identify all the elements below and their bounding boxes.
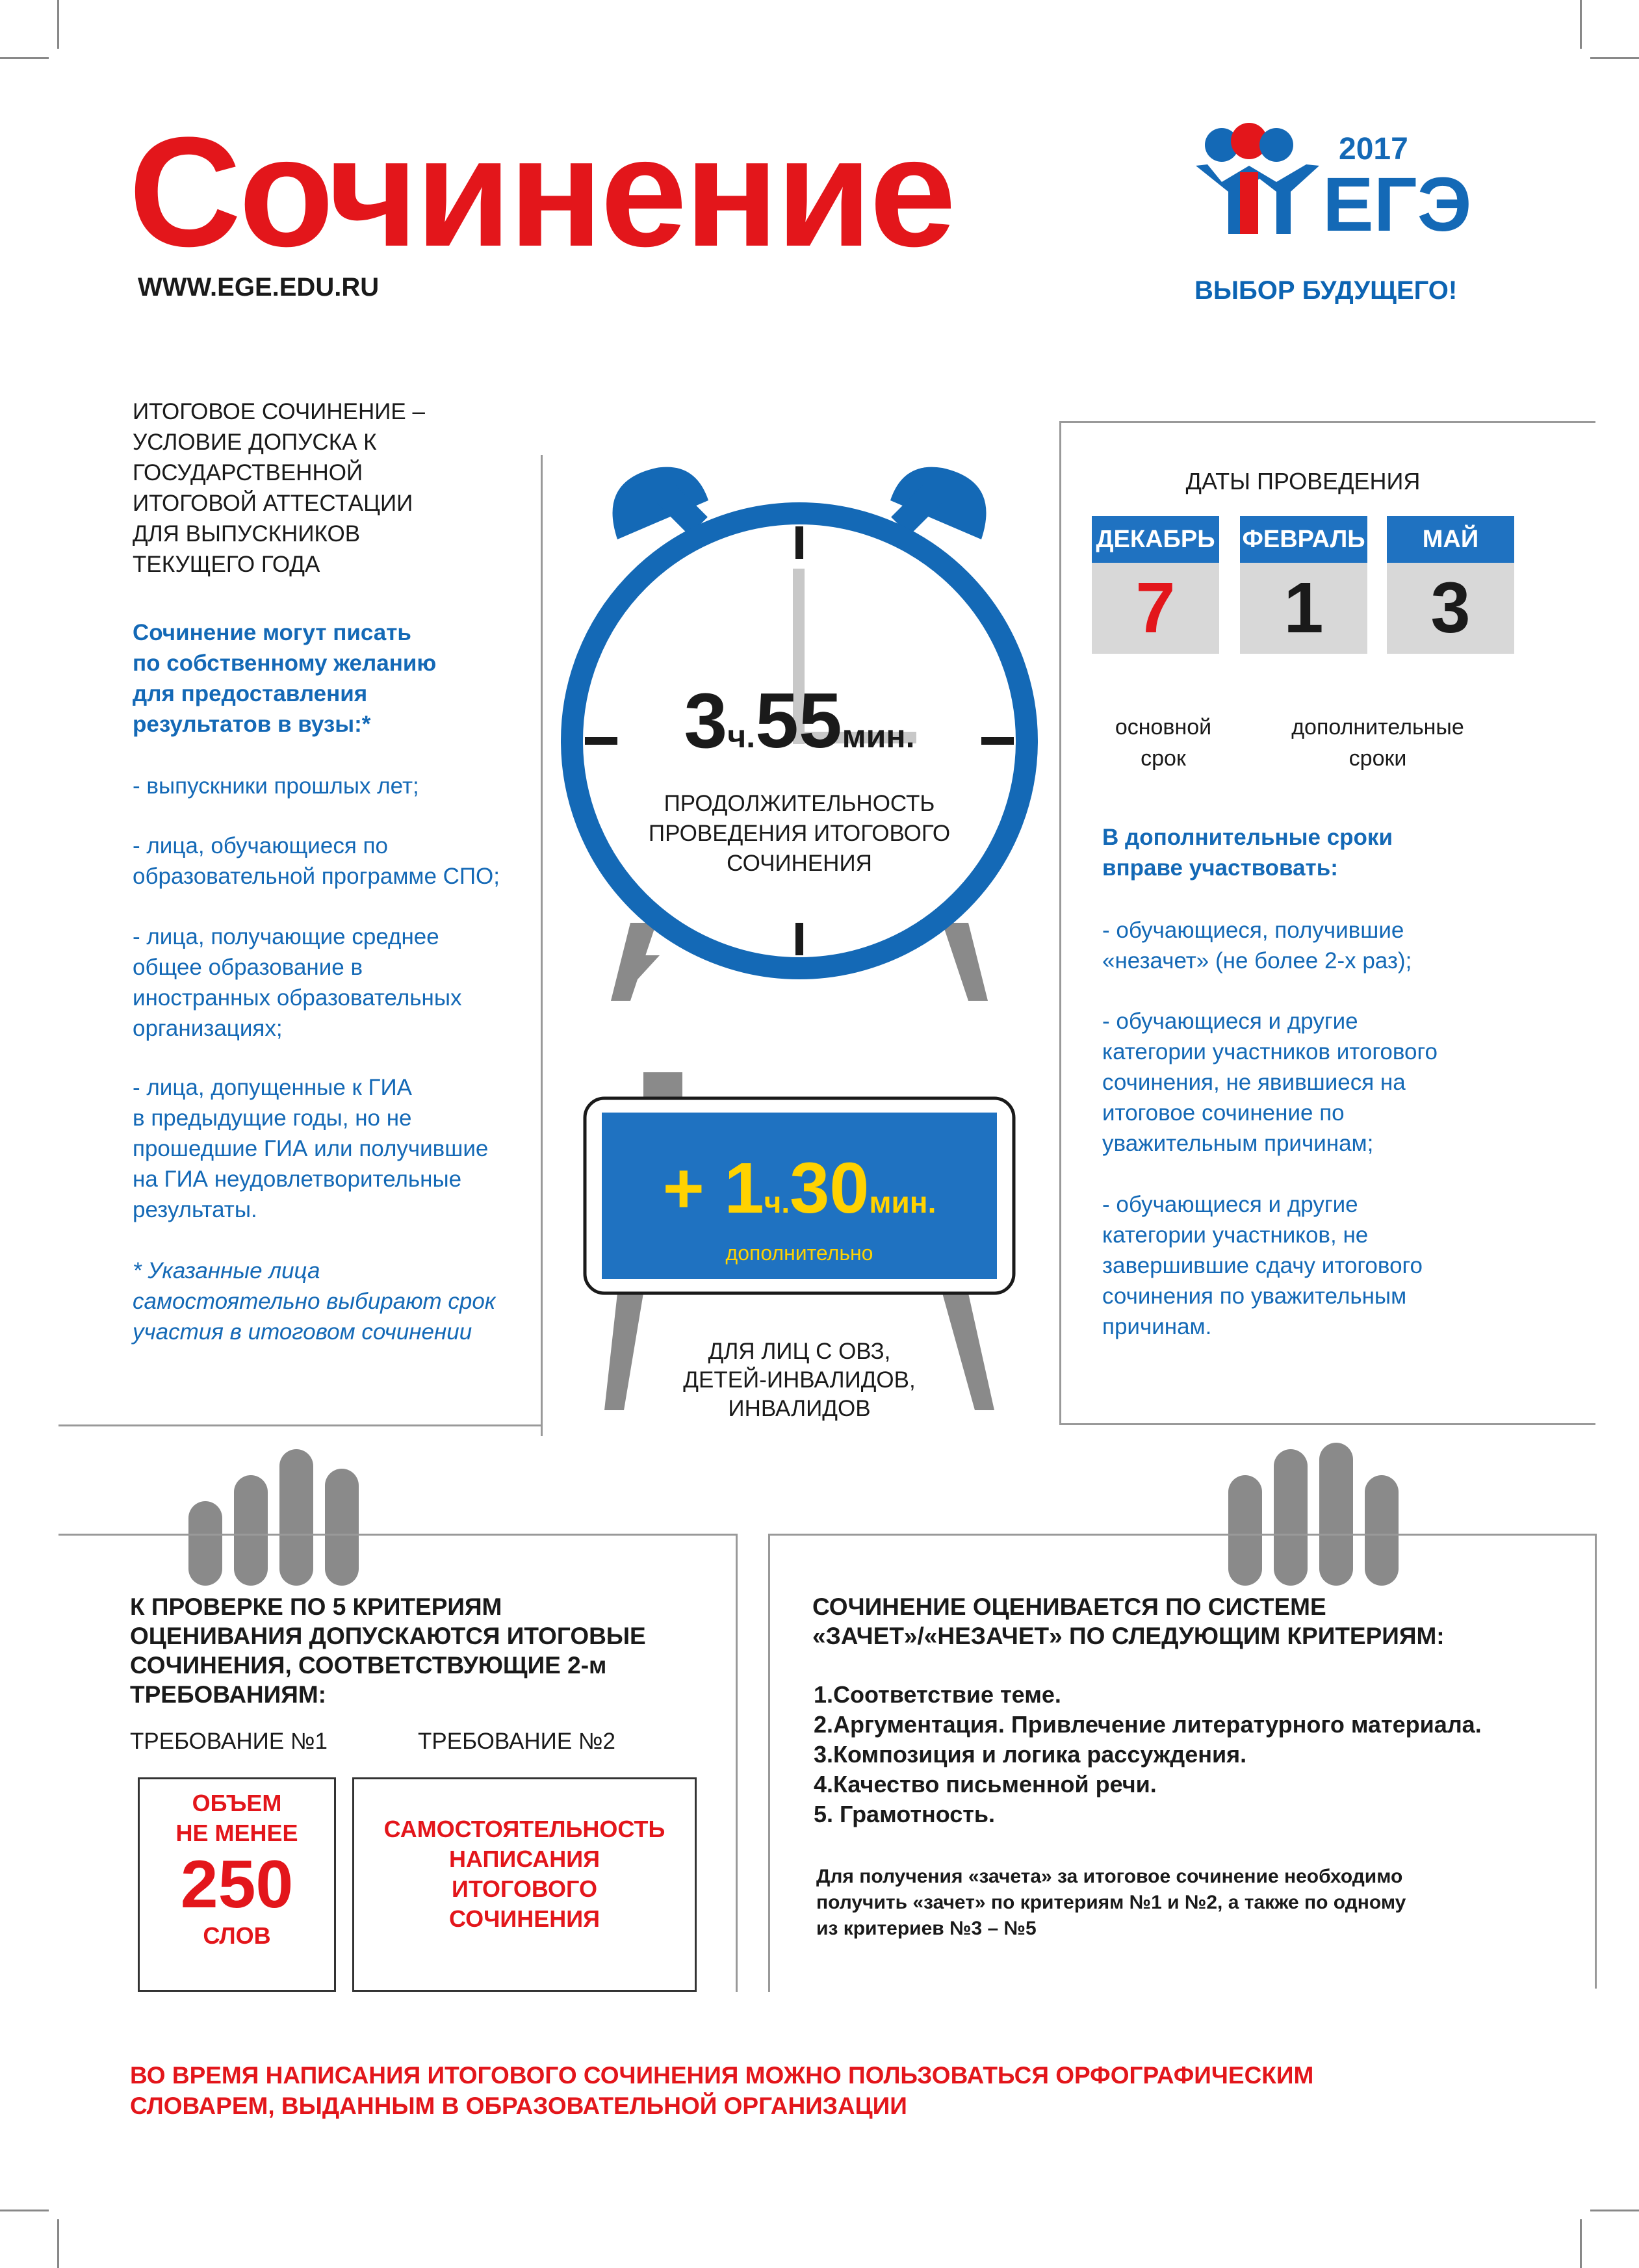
slogan: ВЫБОР БУДУЩЕГО! [1194, 276, 1458, 305]
ege-logo: 2017 ЕГЭ [1196, 123, 1472, 248]
list-item: 4.Качество письменной речи. [814, 1771, 1157, 1798]
month-february: ФЕВРАЛЬ [1240, 516, 1367, 563]
requirement-2-label: ТРЕБОВАНИЕ №2 [418, 1729, 615, 1754]
divider [58, 1534, 738, 1536]
list-item: 5. Грамотность. [814, 1801, 995, 1827]
criteria-heading: СОЧИНЕНИЕ ОЦЕНИВАЕТСЯ ПО СИСТЕМЕ«ЗАЧЕТ»/… [812, 1593, 1445, 1649]
crop-mark [0, 2210, 49, 2211]
day-extra: 1 [1240, 563, 1367, 654]
extra-time-caption: ДЛЯ ЛИЦ С ОВЗ,ДЕТЕЙ-ИНВАЛИДОВ,ИНВАЛИДОВ [683, 1339, 916, 1421]
crop-mark [1580, 2219, 1582, 2268]
divider [1595, 1534, 1597, 1989]
list-item: 2.Аргументация. Привлечение литературног… [814, 1711, 1482, 1738]
divider [768, 1534, 770, 1992]
hand-icon [188, 1449, 359, 1586]
divider [541, 455, 543, 1436]
crop-mark [57, 2219, 59, 2268]
list-item: - обучающиеся, получившие«незачет» (не б… [1102, 918, 1412, 973]
list-item: - выпускники прошлых лет; [133, 773, 419, 799]
requirement-2-box [352, 1777, 697, 1992]
divider [1059, 1423, 1595, 1425]
divider [1059, 421, 1595, 423]
footer-note: ВО ВРЕМЯ НАПИСАНИЯ ИТОГОВОГО СОЧИНЕНИЯ М… [130, 2062, 1314, 2119]
divider [1059, 421, 1061, 1425]
day-main: 7 [1092, 563, 1219, 654]
duration-value: 3ч.55мин. [684, 677, 915, 764]
crop-mark [1590, 57, 1639, 59]
dates-heading: ДАТЫ ПРОВЕДЕНИЯ [1185, 468, 1421, 495]
requirement-1-label: ТРЕБОВАНИЕ №1 [130, 1729, 328, 1754]
divider [768, 1534, 1597, 1536]
divider [736, 1534, 738, 1992]
criteria-note: Для получения «зачета» за итоговое сочин… [816, 1866, 1406, 1939]
day-extra: 3 [1387, 563, 1514, 654]
logo-year: 2017 [1339, 132, 1408, 166]
month-december: ДЕКАБРЬ [1092, 516, 1219, 563]
crop-mark [0, 57, 49, 59]
extra-time-note: дополнительно [725, 1241, 873, 1265]
page-title: Сочинение [129, 105, 956, 279]
hand-icon [1228, 1443, 1399, 1586]
extra-time-value: + 1ч.30мин. [662, 1148, 936, 1228]
clock-illustration [561, 467, 1038, 1001]
logo-name: ЕГЭ [1323, 162, 1472, 248]
divider [58, 1424, 543, 1426]
extra-time-sign [583, 1072, 1016, 1410]
crop-mark [1580, 0, 1582, 49]
requirement-1-box [138, 1777, 336, 1992]
crop-mark [1590, 2210, 1639, 2211]
crop-mark [57, 0, 59, 49]
list-item: 1.Соответствие теме. [814, 1681, 1061, 1708]
site-url[interactable]: WWW.EGE.EDU.RU [138, 273, 380, 302]
month-may: МАЙ [1387, 516, 1514, 563]
criteria-list: 1.Соответствие теме. 2.Аргументация. При… [814, 1680, 1581, 1829]
list-item: 3.Композиция и логика рассуждения. [814, 1741, 1247, 1768]
